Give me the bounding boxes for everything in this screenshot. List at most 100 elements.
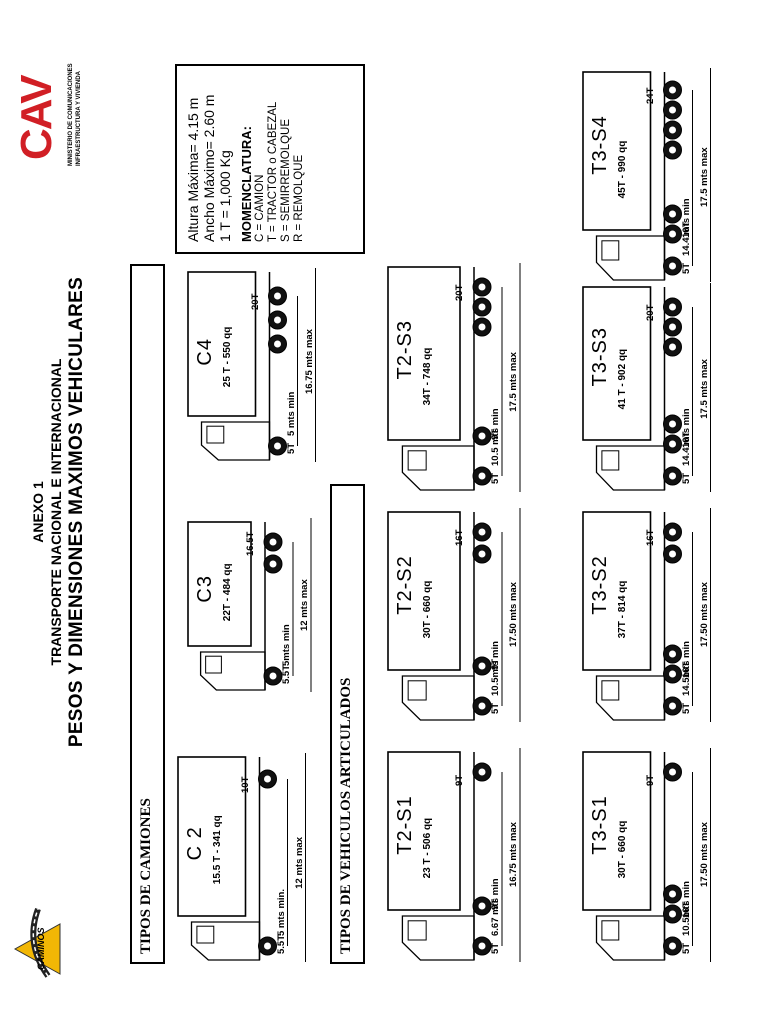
vehicle-name: T3-S1: [589, 795, 611, 855]
wheel-hub: [478, 323, 486, 331]
nomenclature-c: C = CAMION: [254, 174, 266, 242]
vehicle-capacity: 30T - 660 qq: [422, 580, 433, 639]
wheel-hub: [478, 550, 486, 558]
wheel-hub: [264, 942, 271, 950]
wheel-hub: [478, 303, 486, 311]
wheel-hub: [274, 340, 281, 348]
rear-axle-load: 9T: [644, 774, 656, 786]
wheel-hub: [669, 146, 676, 154]
max-length-label: 17.50 mts max: [698, 822, 710, 887]
front-axle-load: 5T: [490, 472, 501, 484]
front-axle-load: 5T: [490, 702, 501, 714]
cab-window: [407, 920, 427, 941]
max-width-text: Ancho Máximo= 2.60 m: [201, 94, 217, 242]
vehicle-capacity: 22T - 484 qq: [222, 563, 233, 622]
vehicle-capacity: 41 T - 902 qq: [617, 348, 628, 410]
trucks-section-title: TIPOS DE CAMIONES: [138, 798, 154, 954]
min-length-label: 14.4 mts min: [680, 198, 692, 256]
wheel-hub: [669, 768, 676, 776]
min-length-label: 14.5mts min: [680, 641, 692, 696]
wheel-hub: [669, 323, 676, 331]
vehicle-drawing-truck-0: [177, 753, 306, 962]
nomenclature-t: T = TRACTOR o CABEZAL: [267, 101, 279, 242]
wheel-hub: [269, 560, 277, 568]
cargo-body: [582, 71, 652, 231]
cab-window: [205, 655, 222, 674]
wheel-hub: [478, 432, 486, 440]
vehicle-name: T3-S4: [589, 115, 611, 175]
cab-window: [601, 680, 620, 701]
rear-axle-load: 10T: [239, 776, 251, 793]
cargo-body: [582, 751, 652, 911]
ton-text: 1 T = 1,000 Kg: [217, 150, 233, 242]
min-length-label: 5 mts min: [285, 391, 297, 436]
front-axle-load: 5T: [680, 942, 692, 954]
legend-box: Altura Máxima= 4.15 m Ancho Máximo= 2.60…: [175, 64, 365, 254]
rear-axle-load: 16T: [454, 529, 465, 546]
cargo-body: [187, 271, 257, 417]
vehicle-capacity: 34T - 748 qq: [422, 347, 433, 406]
cargo-body: [387, 266, 461, 441]
wheel-hub: [669, 942, 676, 950]
min-length-label: 5mts min: [281, 624, 292, 666]
wheel-hub: [669, 210, 676, 218]
caminos-logo: CAMINOS: [10, 904, 65, 984]
ministry-line-1: MINISTERIO DE COMUNICACIONES: [68, 63, 74, 166]
rear-axle-load: 20T: [454, 284, 465, 301]
vehicle-capacity: 15.5 T - 341 qq: [212, 815, 223, 885]
wheel-hub: [669, 910, 676, 918]
wheel-hub: [669, 126, 676, 134]
vehicle-drawing-art-3: [582, 748, 711, 962]
max-length-label: 16.75 mts max: [303, 329, 315, 394]
wheel-hub: [274, 442, 281, 450]
wheel-hub: [669, 550, 676, 558]
front-axle-load: 5.5T: [281, 664, 292, 684]
wheel-hub: [269, 672, 277, 680]
vehicle-drawing-art-0: [387, 748, 521, 962]
vehicle-name: C4: [194, 338, 216, 366]
nomenclature-r: R = REMOLQUE: [293, 154, 305, 242]
nomenclature-s: S = SEMIRREMOLQUE: [280, 118, 292, 242]
front-axle-load: 5T: [490, 942, 501, 954]
wheel-hub: [669, 86, 676, 94]
max-length-label: 17.5 mts max: [698, 359, 710, 419]
cab-window: [206, 425, 225, 444]
cab-window: [601, 450, 620, 471]
wheel-hub: [669, 528, 676, 536]
vehicle-name: C3: [194, 575, 216, 603]
wheel-hub: [669, 472, 676, 480]
min-length-label: 6.67 mts min: [490, 878, 501, 936]
cargo-body: [177, 756, 247, 917]
caminos-logo-text: CAMINOS: [36, 927, 46, 971]
cav-logo: CAV MINISTERIO DE COMUNICACIONES INFRAES…: [6, 46, 86, 166]
max-length-label: 17.5 mts max: [508, 352, 519, 412]
min-length-label: 10.5mts min: [680, 881, 692, 936]
wheel-hub: [669, 890, 676, 898]
wheel-hub: [274, 292, 281, 300]
wheel-hub: [478, 662, 486, 670]
cargo-body: [387, 751, 461, 911]
vehicle-drawing-truck-1: [187, 518, 312, 692]
vehicle-capacity: 23 T - 506 qq: [422, 817, 433, 879]
max-height-text: Altura Máxima= 4.15 m: [185, 97, 201, 242]
rear-axle-load: 20T: [644, 304, 656, 321]
wheel-hub: [669, 343, 676, 351]
vehicle-capacity: 45T - 990 qq: [617, 140, 628, 199]
cargo-body: [582, 286, 652, 441]
front-axle-load: 5.5T: [275, 934, 287, 954]
front-axle-load: 5T: [680, 702, 692, 714]
wheel-hub: [478, 283, 486, 291]
max-length-label: 16.75 mts max: [508, 822, 519, 887]
cab-window: [407, 450, 427, 471]
wheel-hub: [274, 316, 281, 324]
min-length-label: 10.5mts min: [490, 641, 501, 696]
wheel-hub: [478, 942, 486, 950]
wheel-hub: [669, 650, 676, 658]
wheel-hub: [669, 440, 676, 448]
